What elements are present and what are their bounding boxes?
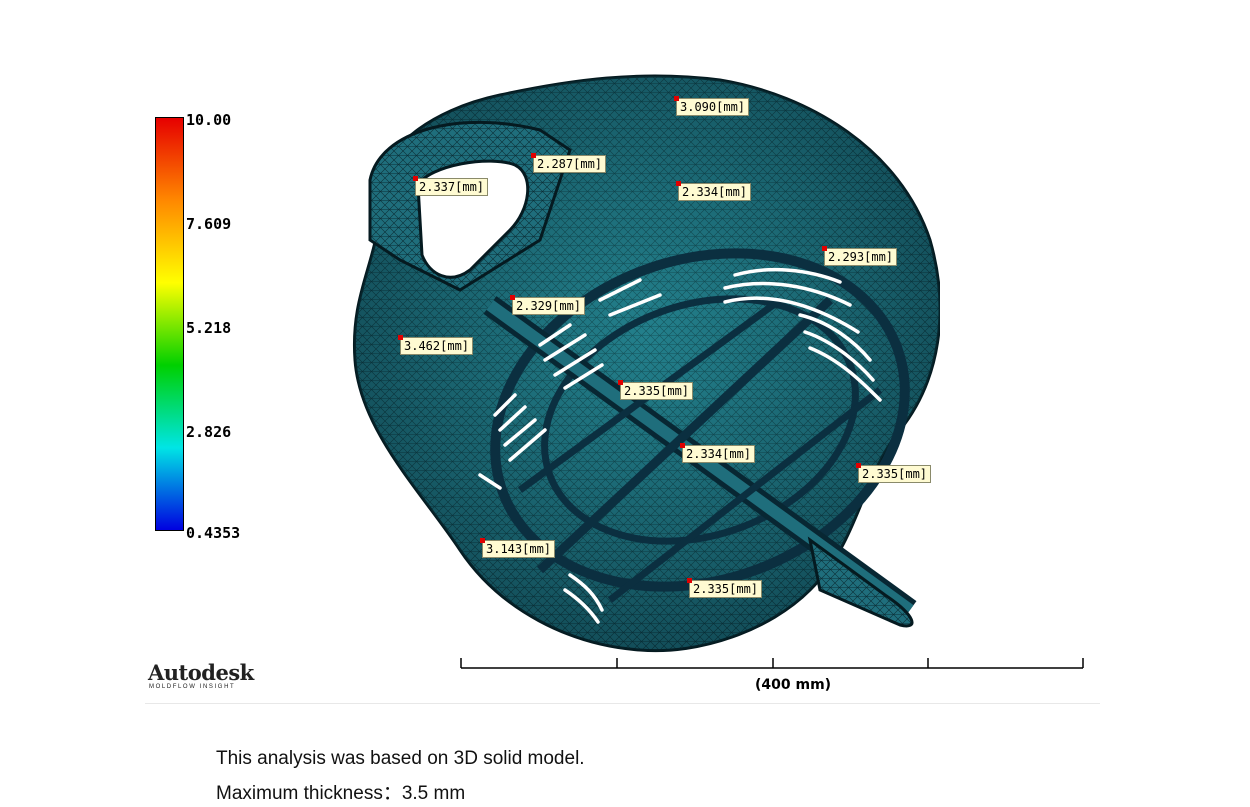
legend-min-label: 0.4353 bbox=[186, 524, 241, 542]
analysis-note: This analysis was based on 3D solid mode… bbox=[216, 748, 585, 769]
thickness-tag: 2.335[mm] bbox=[687, 578, 763, 598]
thickness-tag: 2.293[mm] bbox=[822, 246, 898, 266]
autodesk-logo: Autodesk bbox=[148, 660, 254, 685]
thickness-tag: 3.143[mm] bbox=[480, 538, 556, 558]
legend-value-2: 7.609 bbox=[186, 215, 232, 233]
thickness-tag: 2.287[mm] bbox=[531, 153, 607, 173]
thickness-tag: 2.329[mm] bbox=[510, 295, 586, 315]
moldflow-logo-subtitle: MOLDFLOW INSIGHT bbox=[149, 684, 236, 690]
mesh-model-view bbox=[352, 74, 940, 653]
scale-label: (400 mm) bbox=[755, 677, 832, 693]
thickness-note: Maximum thickness：3.5 mm bbox=[216, 783, 466, 804]
color-legend-bar bbox=[155, 117, 184, 531]
thickness-tag: 2.335[mm] bbox=[856, 463, 932, 483]
thickness-tag: 2.337[mm] bbox=[413, 176, 489, 196]
thickness-tag: 2.334[mm] bbox=[680, 443, 756, 463]
thickness-tag: 3.090[mm] bbox=[674, 96, 750, 116]
scale-bar bbox=[460, 658, 1084, 669]
legend-max-label: 10.00 bbox=[186, 111, 232, 129]
thickness-tag: 2.335[mm] bbox=[618, 380, 694, 400]
figure-bottom-divider bbox=[145, 703, 1100, 704]
thickness-tag: 2.334[mm] bbox=[676, 181, 752, 201]
thickness-tag: 3.462[mm] bbox=[398, 335, 474, 355]
legend-value-3: 5.218 bbox=[186, 319, 232, 337]
legend-value-4: 2.826 bbox=[186, 423, 232, 441]
